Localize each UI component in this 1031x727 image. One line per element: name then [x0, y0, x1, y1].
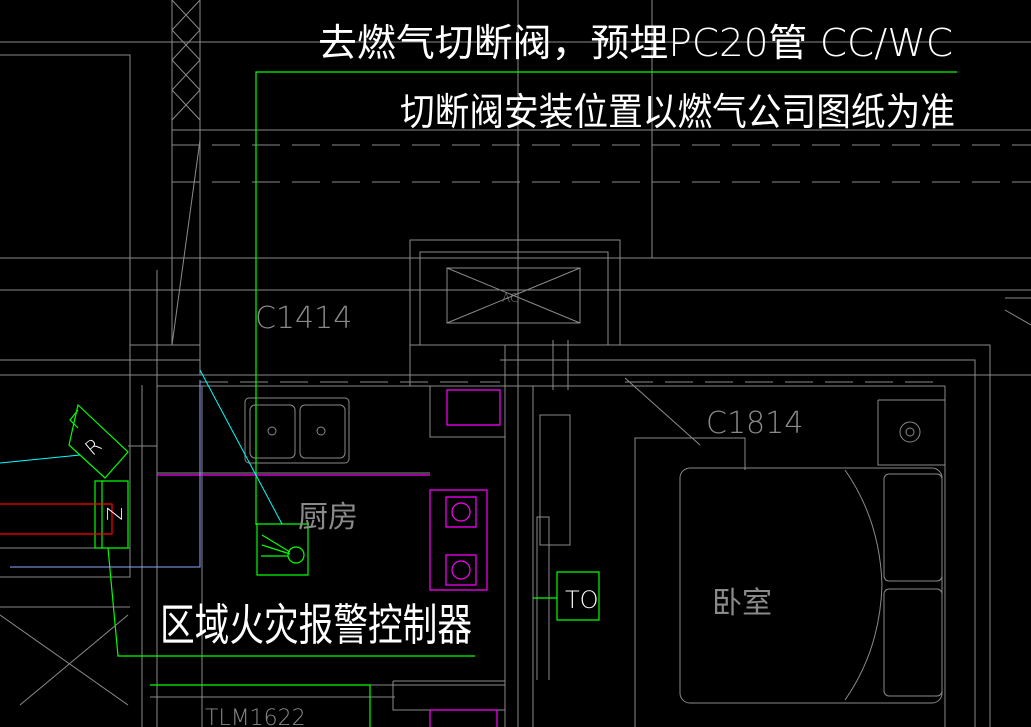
bed — [679, 421, 943, 704]
gas-valve-note: 去燃气切断阀，预埋PC20管 CC/WC — [318, 21, 953, 65]
fire-alarm-controller-label: 区域火灾报警控制器 — [160, 600, 472, 651]
cyan-leaders — [0, 369, 283, 525]
symbol-z: Z — [102, 507, 126, 521]
valve-position-note: 切断阀安装位置以燃气公司图纸为准 — [400, 90, 955, 134]
blue-line — [10, 380, 201, 568]
room-label-kitchen: 厨房 — [298, 500, 358, 535]
wiring — [68, 71, 957, 727]
kitchen-sink — [244, 397, 350, 464]
ac-label: AC — [502, 291, 518, 305]
stove — [157, 389, 501, 727]
symbol-r: R — [80, 433, 106, 460]
room-label-bedroom: 卧室 — [712, 586, 772, 621]
window-label-c1814: C1814 — [706, 406, 803, 441]
telecom-outlet-label: TO — [565, 586, 599, 614]
window-lines — [172, 144, 1031, 383]
window-label-c1414: C1414 — [255, 301, 352, 336]
door-label: TLM1622 — [205, 706, 306, 727]
red-pipe — [0, 503, 113, 535]
ac-unit — [446, 267, 581, 324]
